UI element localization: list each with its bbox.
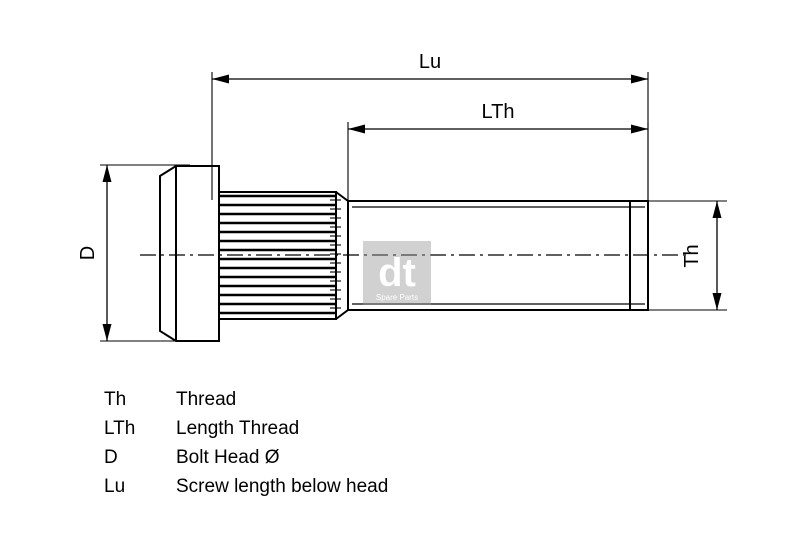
legend-desc-lth: Length Thread: [176, 418, 299, 439]
lth-label: LTh: [482, 101, 515, 123]
bolt-head-outline: [159, 165, 220, 342]
legend-desc-lu: Screw length below head: [176, 476, 388, 497]
legend-desc-th: Thread: [176, 389, 236, 410]
legend-desc-d: Bolt Head Ø: [176, 447, 280, 468]
d-label: D: [77, 246, 99, 260]
dimension-d: D: [77, 164, 190, 342]
legend-key-d: D: [104, 447, 118, 468]
legend-row: LTh Length Thread: [104, 418, 299, 439]
legend-key-lu: Lu: [104, 476, 125, 497]
lu-arrow-right: [631, 74, 648, 84]
bolt-head: [159, 165, 220, 342]
dimension-th: Th: [645, 200, 727, 311]
dimension-lu: Lu: [211, 51, 649, 200]
legend-row: Lu Screw length below head: [104, 476, 388, 497]
dimension-lth: LTh: [347, 101, 649, 200]
lu-label: Lu: [419, 51, 441, 73]
d-arrow-top: [102, 165, 112, 182]
legend-key-th: Th: [104, 389, 126, 410]
lu-arrow-left: [212, 74, 229, 84]
legend-row: Th Thread: [104, 389, 236, 410]
lth-arrow-left: [348, 124, 365, 134]
d-arrow-bottom: [102, 324, 112, 341]
legend: Th Thread LTh Length Thread D Bolt Head …: [104, 389, 388, 497]
th-arrow-bottom: [712, 293, 722, 310]
watermark-tagline: Spare Parts: [376, 293, 418, 302]
lth-arrow-right: [631, 124, 648, 134]
dt-spare-parts-watermark: dt Spare Parts: [363, 241, 431, 305]
watermark-background: [363, 241, 431, 305]
legend-row: D Bolt Head Ø: [104, 447, 280, 468]
knurl-spline-lines: [219, 194, 336, 315]
legend-key-lth: LTh: [104, 418, 135, 439]
watermark-brand: dt: [378, 251, 416, 295]
knurl-serrations: [330, 199, 341, 309]
th-arrow-top: [712, 201, 722, 218]
th-label: Th: [681, 244, 703, 267]
